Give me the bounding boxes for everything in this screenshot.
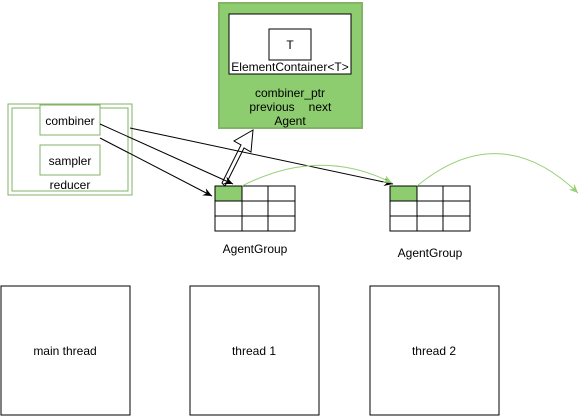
thread-2-label: thread 2 [412, 344, 456, 358]
previous-label: previous [249, 100, 294, 114]
agent-group-1: AgentGroup [214, 185, 296, 256]
reducer-to-agent-group-2-arrow [129, 127, 394, 187]
sampler-label: sampler [49, 154, 92, 168]
sampler-box [39, 144, 101, 176]
reducer-to-agent-arrow-2 [99, 137, 213, 197]
thread-main-label: main thread [33, 344, 96, 358]
type-t-label: T [286, 38, 294, 52]
reducer-label: reducer [50, 178, 91, 192]
thread-box-main: main thread [0, 285, 131, 416]
thread-1-label: thread 1 [232, 344, 276, 358]
reducer-box: combiner sampler reducer [7, 103, 133, 196]
thread-box-1: thread 1 [189, 285, 320, 416]
agent-group-1-label: AgentGroup [223, 242, 288, 256]
agent-group-2-active-cell [389, 185, 418, 202]
agent-box: T ElementContainer<T> combiner_ptr previ… [218, 2, 363, 129]
next-label: next [309, 100, 332, 114]
agent-pointer-arrow [221, 129, 254, 187]
combiner-label: combiner [45, 114, 94, 128]
thread-box-2: thread 2 [369, 285, 500, 416]
agent-label: Agent [274, 114, 306, 128]
reducer-to-agent-arrow [99, 123, 234, 185]
element-container-label: ElementContainer<T> [231, 60, 348, 74]
agent-group-2: AgentGroup [389, 185, 471, 260]
next-link-arrow-2 [416, 153, 579, 194]
combiner-ptr-label: combiner_ptr [255, 86, 325, 100]
agent-group-1-active-cell [214, 185, 243, 202]
next-link-arrow-1 [241, 164, 393, 187]
type-t-box [268, 28, 312, 61]
agent-group-2-label: AgentGroup [398, 246, 463, 260]
combiner-box [39, 104, 101, 136]
